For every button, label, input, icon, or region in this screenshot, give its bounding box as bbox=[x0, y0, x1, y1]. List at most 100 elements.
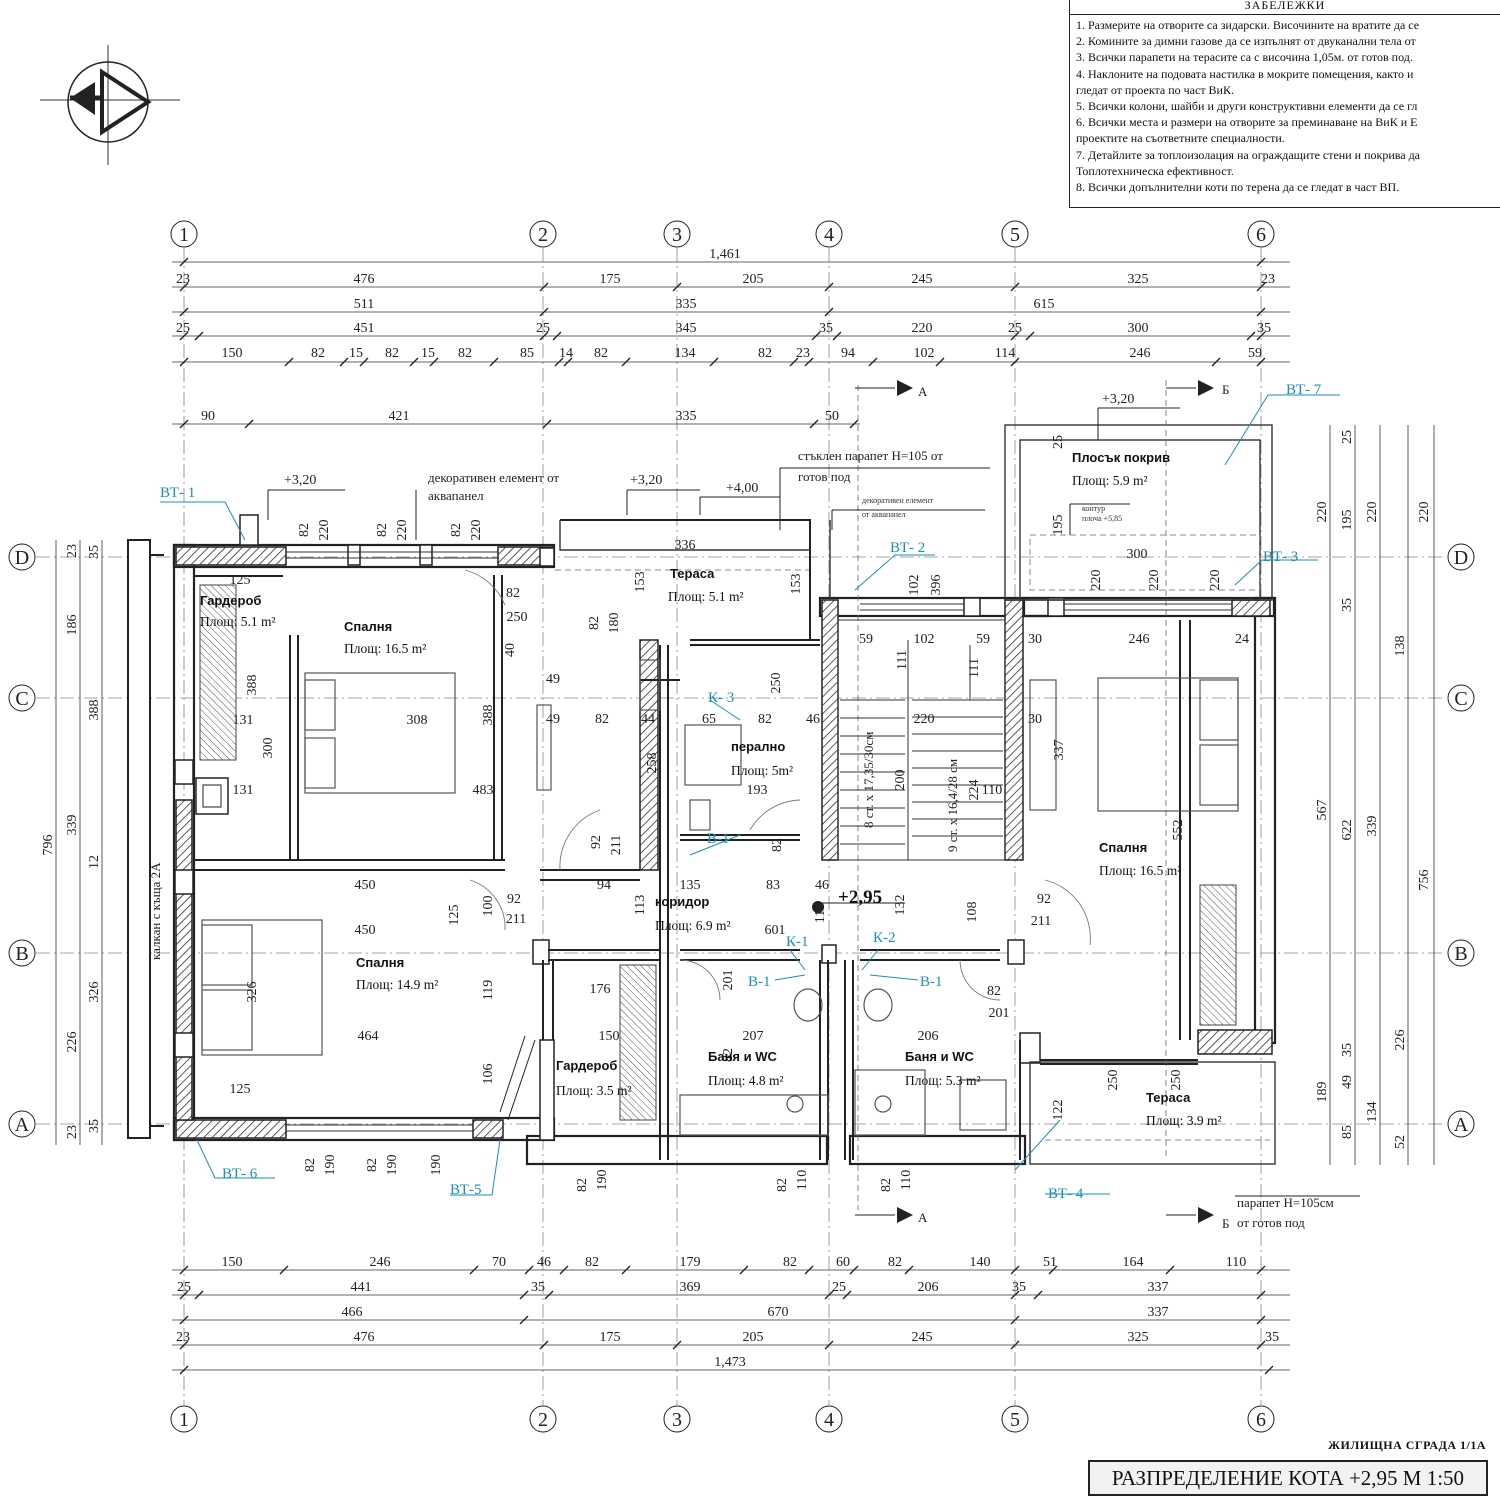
room-name: Спалня bbox=[1099, 840, 1147, 855]
dim-text: 131 bbox=[233, 783, 254, 798]
room-area: Площ: 16.5 m² bbox=[1099, 863, 1181, 878]
dim-text: 94 bbox=[841, 346, 855, 361]
dim-text: 132 bbox=[893, 895, 908, 916]
axis-label-col: 6 bbox=[1256, 1409, 1266, 1431]
dim-text: 134 bbox=[675, 346, 696, 361]
dim-text: 220 bbox=[1089, 570, 1104, 591]
room-labels: Гардероб Площ: 5.1 m² Спалня Площ: 16.5 … bbox=[200, 450, 1222, 1128]
dim-text: 326 bbox=[87, 982, 102, 1003]
dim-text: 92 bbox=[507, 892, 521, 907]
firewall bbox=[127, 539, 164, 1139]
dim-text: 82 bbox=[758, 712, 772, 727]
axis-label-col: 2 bbox=[538, 1409, 548, 1431]
dim-text: 220 bbox=[395, 520, 410, 541]
axis-bubbles-left bbox=[8, 543, 36, 1138]
room-name: перално bbox=[731, 739, 785, 754]
dim-text: 483 bbox=[473, 783, 494, 798]
dim-text: 49 bbox=[546, 672, 560, 687]
main-level-marker: +2,95 bbox=[812, 887, 882, 913]
dim-text: 153 bbox=[789, 574, 804, 595]
annotation: аквапанел bbox=[428, 488, 484, 503]
room-name: Гардероб bbox=[556, 1058, 617, 1073]
dim-text: 82 bbox=[297, 523, 312, 537]
dim-text: 82 bbox=[987, 984, 1001, 999]
wardrobes bbox=[199, 584, 1237, 1121]
notes-title: ЗАБЕЛЕЖКИ bbox=[1070, 0, 1500, 15]
dim-text: 82 bbox=[458, 346, 472, 361]
dim-text: 450 bbox=[355, 923, 376, 938]
dim-text: 110 bbox=[795, 1170, 810, 1190]
room-name: Баня и WC bbox=[708, 1049, 777, 1064]
dim-text: 511 bbox=[354, 297, 374, 312]
dim-text: 186 bbox=[65, 615, 80, 636]
dim-text: 108 bbox=[965, 902, 980, 923]
dimension-lines bbox=[55, 261, 1435, 1371]
interior-dims-vertical: 388 300 388 326 125 100 119 106 153 82 1… bbox=[245, 435, 1223, 1192]
dim-text: 396 bbox=[929, 575, 944, 596]
dim-text: 35 bbox=[1265, 1330, 1279, 1345]
dim-text: 201 bbox=[721, 970, 736, 991]
dim-text: 82 bbox=[594, 346, 608, 361]
dim-text: 46 bbox=[815, 878, 829, 893]
dim-text: 134 bbox=[1365, 1102, 1380, 1123]
dim-text: 59 bbox=[1248, 346, 1262, 361]
dim-text: 113 bbox=[633, 895, 648, 915]
dim-text: 59 bbox=[859, 632, 873, 647]
window-tags: ВТ- 1 ВТ- 2 ВТ- 3 ВТ- 4 ВТ-5 ВТ- 6 ВТ- 7… bbox=[160, 382, 1322, 1202]
dim-text: 150 bbox=[599, 1029, 620, 1044]
dim-text: 335 bbox=[676, 297, 697, 312]
axis-bubbles-right bbox=[1447, 543, 1475, 1138]
note-item: 2. Комините за димни газове да се изпълн… bbox=[1076, 34, 1416, 49]
dim-text: 1,473 bbox=[714, 1355, 746, 1370]
note-item: 1. Размерите на отворите са зидарски. Ви… bbox=[1076, 18, 1420, 32]
window-tag: ВТ- 7 bbox=[1286, 382, 1322, 398]
dim-text: 476 bbox=[354, 1330, 375, 1345]
dim-text: 615 bbox=[1034, 297, 1055, 312]
dim-text: 102 bbox=[907, 575, 922, 596]
interior-dims: 125 131 131 308 483 450 450 464 125 336 … bbox=[230, 538, 1250, 1097]
window-tag: ВТ- 6 bbox=[222, 1166, 258, 1182]
dim-text: 82 bbox=[385, 346, 399, 361]
dim-text: 35 bbox=[819, 321, 833, 336]
note-item: 8. Всички допълнителни коти по терена да… bbox=[1076, 180, 1400, 195]
dim-text: 150 bbox=[222, 1255, 243, 1270]
dim-text: 125 bbox=[230, 573, 251, 588]
note-item: 6. Всички места и размери на отворите за… bbox=[1076, 115, 1418, 130]
dim-text: 206 bbox=[918, 1029, 939, 1044]
dim-text: 114 bbox=[995, 346, 1015, 361]
dim-text: 211 bbox=[1031, 914, 1051, 929]
dim-text: 220 bbox=[1417, 502, 1432, 523]
notes-list: 1. Размерите на отворите са зидарски. Ви… bbox=[1070, 15, 1500, 195]
dim-text: 325 bbox=[1128, 1330, 1149, 1345]
dim-text: 308 bbox=[407, 713, 428, 728]
dim-text: 207 bbox=[743, 1029, 764, 1044]
dim-text: 110 bbox=[1226, 1255, 1246, 1270]
parapets bbox=[286, 551, 1232, 1132]
door-glass bbox=[499, 1035, 536, 1121]
dim-text: 82 bbox=[888, 1255, 902, 1270]
dim-text: 211 bbox=[609, 835, 624, 855]
annotation: декоративен елемент от bbox=[428, 470, 559, 485]
dim-text: 193 bbox=[747, 783, 768, 798]
dim-text: 135 bbox=[680, 878, 701, 893]
axis-label-row: D bbox=[15, 547, 29, 569]
dim-text: 451 bbox=[354, 321, 375, 336]
axis-label-row: A bbox=[15, 1114, 30, 1136]
dim-text: 25 bbox=[1051, 435, 1066, 449]
annotation: парапет Н=105см bbox=[1237, 1195, 1334, 1210]
terrace-outlines bbox=[559, 424, 1276, 1165]
dim-text: 220 bbox=[1315, 502, 1330, 523]
axis-label-col: 3 bbox=[672, 1409, 682, 1431]
door-tag: К-1 bbox=[786, 934, 809, 950]
note-item: 7. Детайлите за топлоизолация на огражда… bbox=[1076, 147, 1421, 162]
dim-text: 35 bbox=[87, 1119, 102, 1133]
dim-text: 65 bbox=[702, 712, 716, 727]
dim-text: 92 bbox=[589, 835, 604, 849]
dim-text: 49 bbox=[546, 712, 560, 727]
dim-text: 100 bbox=[481, 896, 496, 917]
dim-text: 258 bbox=[645, 753, 660, 774]
dim-text: 82 bbox=[879, 1178, 894, 1192]
tag-leaders bbox=[160, 394, 1340, 1196]
door-tag: В-1 bbox=[748, 974, 771, 990]
dim-text: 195 bbox=[1051, 515, 1066, 536]
